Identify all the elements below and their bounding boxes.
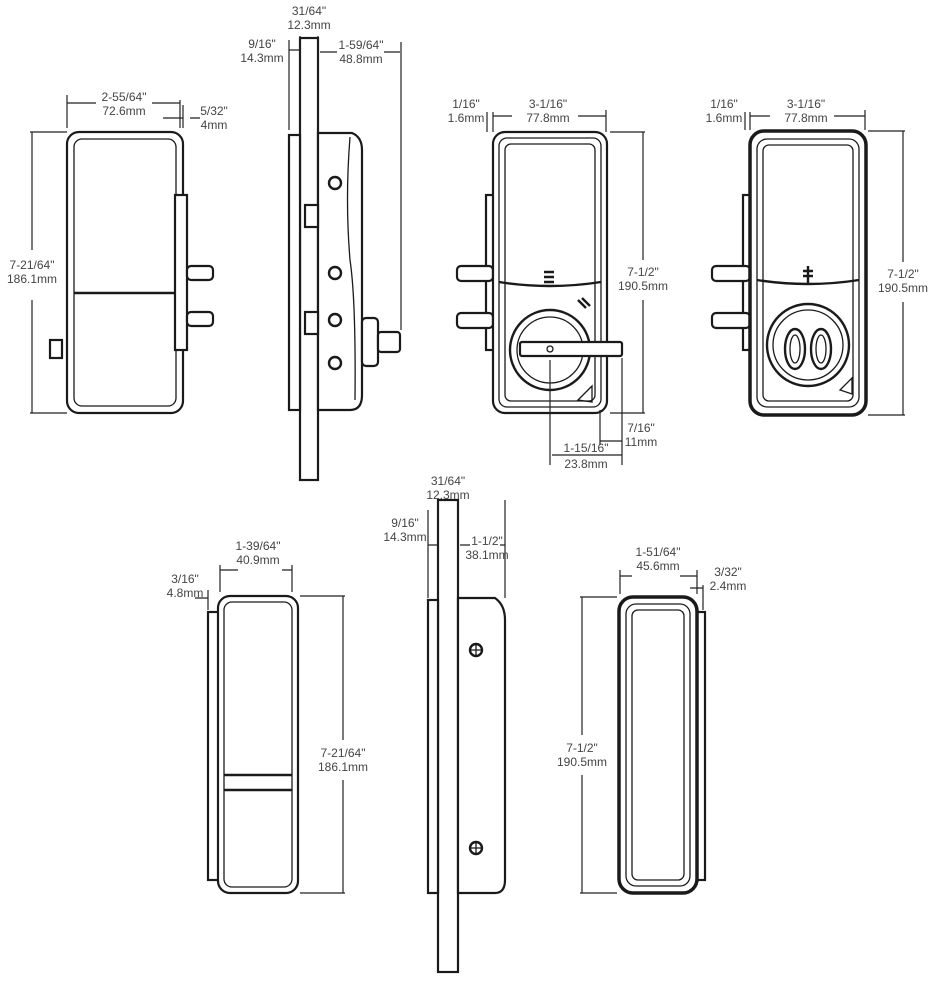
dim-width-mm: 72.6mm xyxy=(102,104,145,118)
dim-width-mm: 40.9mm xyxy=(236,553,279,567)
dim-door-in: 31/64" xyxy=(431,474,465,488)
dim-height-in: 7-1/2" xyxy=(566,741,598,755)
dim-offset-in: 5/32" xyxy=(200,104,228,118)
dim-center-in: 1-15/16" xyxy=(564,441,609,455)
dim-offset-in: 3/32" xyxy=(714,565,742,579)
dim-width-mm: 45.6mm xyxy=(636,559,679,573)
dim-height-mm: 186.1mm xyxy=(318,760,368,774)
dim-depth-mm: 38.1mm xyxy=(465,548,508,562)
dim-lever-in: 7/16" xyxy=(627,421,655,435)
dim-plate-in: 9/16" xyxy=(391,516,419,530)
dim-height-mm: 190.5mm xyxy=(557,755,607,769)
dim-width-in: 1-51/64" xyxy=(636,545,681,559)
side-view-top: 31/64" 12.3mm 9/16" 14.3mm 1-59/64" 48.8… xyxy=(240,4,402,482)
dim-offset-in: 1/16" xyxy=(452,97,480,111)
dim-door-mm: 12.3mm xyxy=(287,18,330,32)
side-view-bottom: 31/64" 12.3mm 9/16" 14.3mm 1-1/2" 38.1mm xyxy=(383,474,509,974)
dim-width-mm: 77.8mm xyxy=(526,111,569,125)
dim-height-in: 7-21/64" xyxy=(10,258,55,272)
dim-offset-mm: 1.6mm xyxy=(706,111,743,125)
dim-offset-mm: 4mm xyxy=(201,118,228,132)
dim-width-in: 1-39/64" xyxy=(236,539,281,553)
dim-lever-mm: 11mm xyxy=(625,435,657,449)
dim-door-mm: 12.3mm xyxy=(426,488,469,502)
dim-door-in: 31/64" xyxy=(292,4,326,18)
dim-width-in: 3-1/16" xyxy=(529,97,567,111)
dim-height-in: 7-21/64" xyxy=(321,746,366,760)
dim-plate-in: 9/16" xyxy=(248,37,276,51)
dim-height-mm: 186.1mm xyxy=(7,272,57,286)
dim-width-in: 3-1/16" xyxy=(787,97,825,111)
dim-offset-mm: 2.4mm xyxy=(710,579,747,593)
dim-width-in: 2-55/64" xyxy=(102,90,147,104)
dim-depth-in: 1-59/64" xyxy=(339,38,384,52)
dim-plate-mm: 14.3mm xyxy=(240,51,283,65)
dim-depth-in: 1-1/2" xyxy=(471,534,503,548)
interior-knob-view: 1/16" 1.6mm 3-1/16" 77.8mm 7-1/2" 190.5m… xyxy=(706,97,928,417)
dim-offset-mm: 1.6mm xyxy=(448,111,485,125)
dim-height-in: 7-1/2" xyxy=(627,265,659,279)
dim-height-in: 7-1/2" xyxy=(887,267,919,281)
interior-lever-view: 1/16" 1.6mm 3-1/16" 77.8mm 7-1/2" 190.5m… xyxy=(448,97,668,471)
dim-offset-in: 3/16" xyxy=(171,572,199,586)
dim-height-mm: 190.5mm xyxy=(878,281,928,295)
dim-offset-in: 1/16" xyxy=(710,97,738,111)
dim-plate-mm: 14.3mm xyxy=(383,530,426,544)
dim-width-mm: 77.8mm xyxy=(784,111,827,125)
front-view-top: 2-55/64" 72.6mm 5/32" 4mm 7-21/64" 186.1… xyxy=(7,90,228,415)
dim-depth-mm: 48.8mm xyxy=(339,52,382,66)
front-view-bottom: 1-39/64" 40.9mm 3/16" 4.8mm 7-21/64" 186… xyxy=(167,539,368,895)
dim-height-mm: 190.5mm xyxy=(618,279,668,293)
back-view-bottom: 1-51/64" 45.6mm 3/32" 2.4mm 7-1/2" 190.5… xyxy=(557,545,747,895)
dim-center-mm: 23.8mm xyxy=(564,457,607,471)
dim-offset-mm: 4.8mm xyxy=(167,586,204,600)
